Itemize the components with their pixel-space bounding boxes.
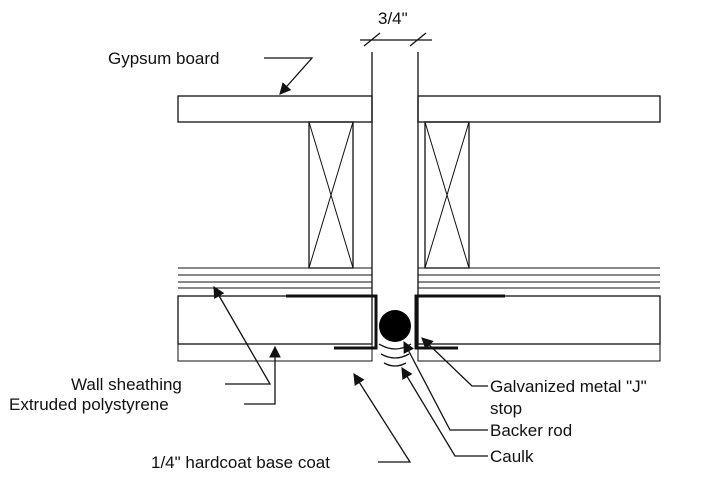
j-stop-label: Galvanized metal "J" <box>490 377 647 396</box>
wall-sheathing-left <box>178 267 372 289</box>
extruded-polystyrene-left <box>177 295 373 345</box>
j-stop-left <box>286 294 378 350</box>
leader-caulk <box>401 366 488 457</box>
extruded-polystyrene-right <box>417 295 661 345</box>
hardcoat-base-coat-right <box>417 343 661 362</box>
leader-base-coat <box>353 373 412 463</box>
dimension-label: 3/4" <box>378 9 408 28</box>
gypsum-board-label: Gypsum board <box>108 49 220 68</box>
j-stop-right <box>414 294 505 350</box>
leader-backer-rod <box>403 340 488 431</box>
wall-sheathing-label: Wall sheathing <box>71 375 182 394</box>
leader-j-stop <box>421 337 488 387</box>
leader-extruded-polystyrene <box>244 345 281 405</box>
backer-rod <box>379 310 411 342</box>
leader-gypsum-board <box>264 57 314 95</box>
joint-gap <box>371 52 419 296</box>
dimension-marker: 3/4" <box>360 9 432 47</box>
stud-left <box>308 121 354 269</box>
gypsum-board-right <box>417 95 661 123</box>
extruded-polystyrene-label: Extruded polystyrene <box>9 395 169 414</box>
stud-right <box>424 121 470 269</box>
caulk-label: Caulk <box>490 447 534 466</box>
gypsum-board-left <box>177 95 373 123</box>
leader-wall-sheathing <box>213 285 272 385</box>
j-stop-label-line2: stop <box>490 399 522 418</box>
backer-rod-label: Backer rod <box>490 421 572 440</box>
wall-sheathing-right <box>418 267 660 289</box>
base-coat-label: 1/4" hardcoat base coat <box>151 453 330 472</box>
